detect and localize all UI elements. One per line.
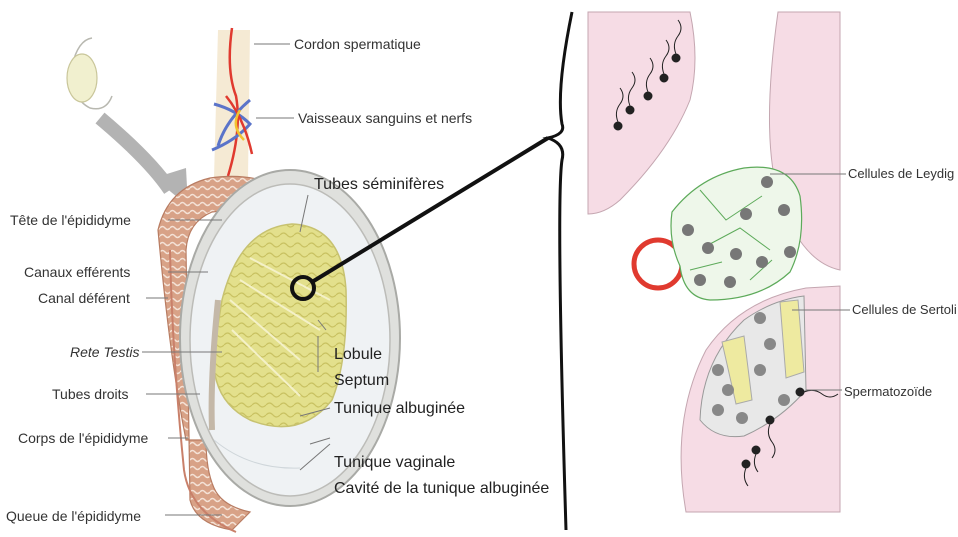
label-cellules-sertoli: Cellules de Sertoli [852, 302, 957, 318]
label-canal-deferent: Canal déférent [38, 290, 130, 306]
label-rete-testis: Rete Testis [70, 344, 140, 360]
label-septum: Septum [334, 372, 389, 390]
label-tete-epididyme: Tête de l'épididyme [10, 212, 131, 228]
label-cellules-leydig: Cellules de Leydig [848, 166, 954, 182]
label-vaisseaux: Vaisseaux sanguins et nerfs [298, 110, 472, 126]
label-tunique-vaginale: Tunique vaginale [334, 454, 455, 472]
label-tubes-seminiferes: Tubes séminifères [314, 176, 444, 194]
spermatic-cord [212, 28, 252, 178]
label-lobule: Lobule [334, 346, 382, 364]
leydig-cells [671, 167, 802, 300]
label-cavite: Cavité de la tunique albuginée [334, 480, 549, 498]
label-tunique-albuginee: Tunique albuginée [334, 400, 465, 418]
label-cordon-spermatique: Cordon spermatique [294, 36, 421, 52]
label-corps-epididyme: Corps de l'épididyme [18, 430, 148, 446]
small-testis-sketch [67, 38, 188, 206]
label-tubes-droits: Tubes droits [52, 386, 129, 402]
label-spermatozoide: Spermatozoïde [844, 384, 932, 400]
seminiferous-detail [588, 12, 850, 512]
label-queue-epididyme: Queue de l'épididyme [6, 508, 141, 524]
label-canaux-efferents: Canaux efférents [24, 264, 130, 280]
